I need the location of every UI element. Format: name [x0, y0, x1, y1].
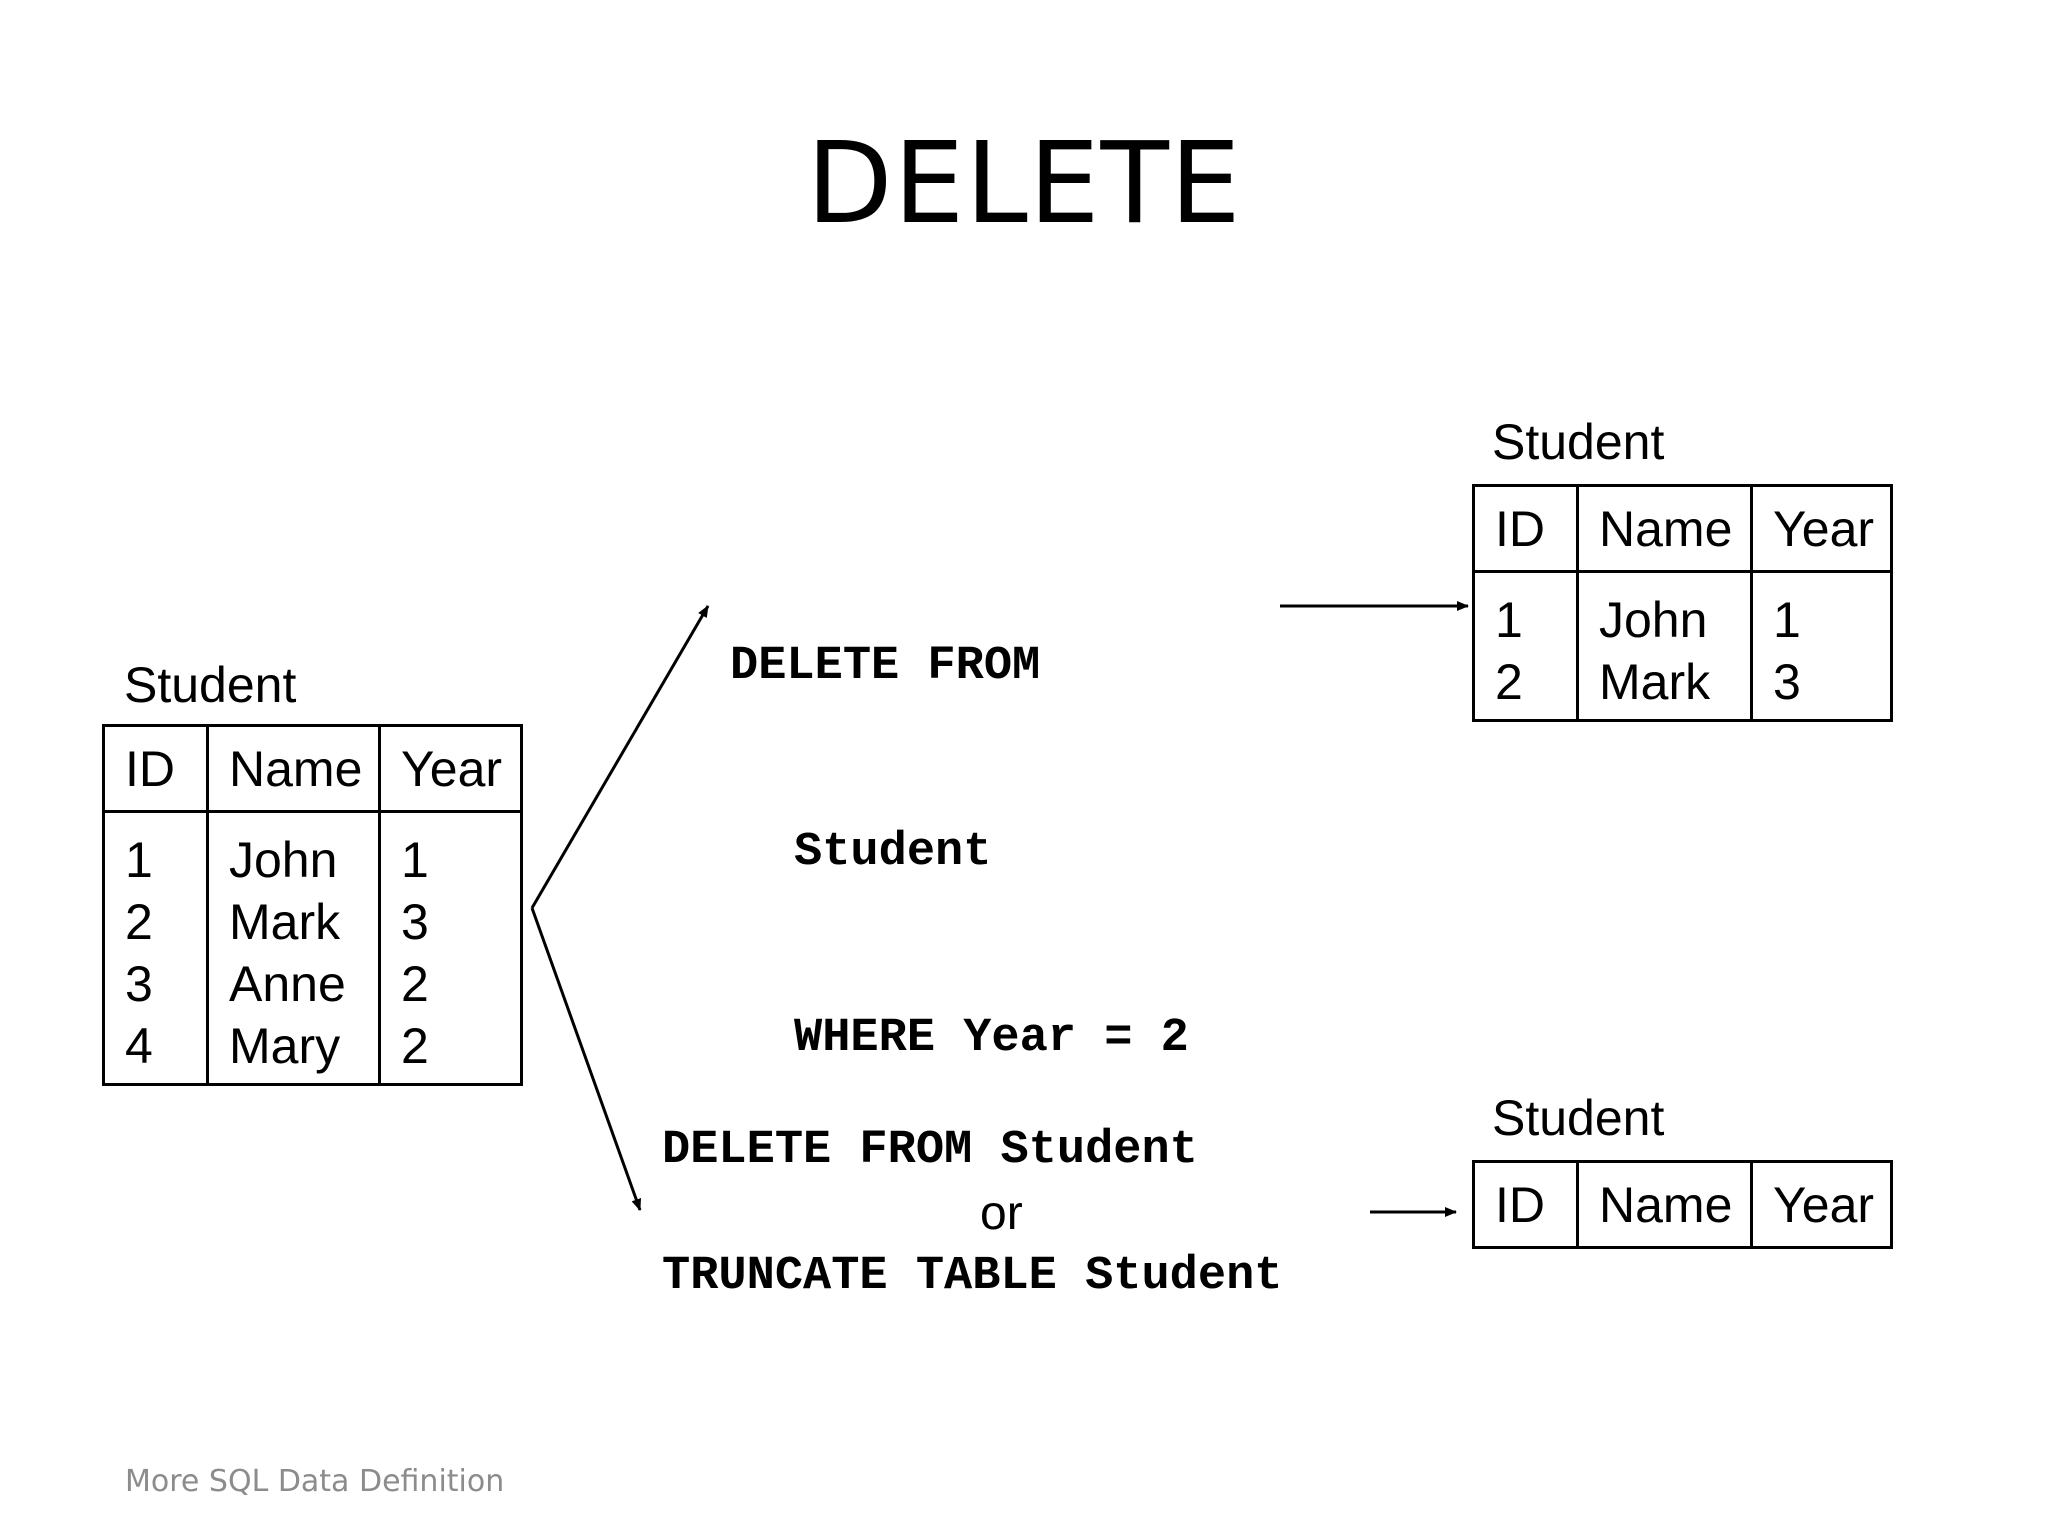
table-cell: 2 — [125, 894, 153, 950]
result-all-table: ID Name Year — [1472, 1160, 1893, 1249]
table-body-row: 1 2 John Mark 1 3 — [1472, 571, 1893, 722]
table-body-row: 1 2 3 4 John Mark Anne Mary 1 3 2 2 — [102, 811, 523, 1086]
name-column-values: John Mark — [1576, 571, 1753, 722]
column-header-id: ID — [1472, 484, 1579, 573]
arrow-to-where-query — [530, 605, 710, 909]
or-label: or — [980, 1187, 1023, 1240]
column-header-year: Year — [1750, 1160, 1893, 1249]
column-header-name: Name — [1576, 484, 1753, 573]
table-cell: Mary — [229, 1018, 341, 1074]
source-table: ID Name Year 1 2 3 4 John Mark Anne Mary… — [102, 724, 523, 1086]
table-cell: 4 — [125, 1018, 153, 1074]
truncate-query: TRUNCATE TABLE Student — [662, 1250, 1283, 1303]
column-header-name: Name — [1576, 1160, 1753, 1249]
table-cell: 1 — [1773, 592, 1801, 648]
table-cell: 1 — [401, 832, 429, 888]
year-column-values: 1 3 — [1750, 571, 1893, 722]
table-cell: John — [229, 832, 338, 888]
year-column-values: 1 3 2 2 — [378, 811, 523, 1086]
column-header-name: Name — [206, 724, 381, 813]
arrow-to-delete-all-query — [530, 907, 642, 1211]
table-cell: 2 — [401, 956, 429, 1012]
id-column-values: 1 2 3 4 — [102, 811, 209, 1086]
table-cell: Anne — [229, 956, 346, 1012]
name-column-values: John Mark Anne Mary — [206, 811, 381, 1086]
delete-where-query: DELETE FROM Student WHERE Year = 2 — [730, 512, 1189, 1132]
table-cell: John — [1599, 592, 1708, 648]
table-header-row: ID Name Year — [102, 724, 523, 813]
table-cell: 1 — [125, 832, 153, 888]
table-cell: 1 — [1495, 592, 1523, 648]
footer-text: More SQL Data Definition — [125, 1464, 505, 1499]
result-where-table: ID Name Year 1 2 John Mark 1 3 — [1472, 484, 1893, 722]
source-table-caption: Student — [124, 657, 297, 713]
table-cell: 2 — [401, 1018, 429, 1074]
delete-all-query: DELETE FROM Student — [662, 1124, 1198, 1177]
column-header-id: ID — [1472, 1160, 1579, 1249]
table-cell: 2 — [1495, 654, 1523, 710]
slide-title: DELETE — [806, 119, 1242, 249]
column-header-id: ID — [102, 724, 209, 813]
id-column-values: 1 2 — [1472, 571, 1579, 722]
table-cell: 3 — [401, 894, 429, 950]
code-line: DELETE FROM — [730, 640, 1041, 693]
code-line: WHERE Year = 2 — [794, 1012, 1189, 1065]
table-cell: 3 — [1773, 654, 1801, 710]
table-header-row: ID Name Year — [1472, 484, 1893, 573]
table-cell: Mark — [229, 894, 341, 950]
column-header-year: Year — [378, 724, 523, 813]
table-cell: Mark — [1599, 654, 1711, 710]
column-header-year: Year — [1750, 484, 1893, 573]
table-header-row: ID Name Year — [1472, 1160, 1893, 1249]
code-line: Student — [794, 826, 992, 879]
result-all-caption: Student — [1492, 1090, 1665, 1146]
result-where-caption: Student — [1492, 414, 1665, 470]
table-cell: 3 — [125, 956, 153, 1012]
